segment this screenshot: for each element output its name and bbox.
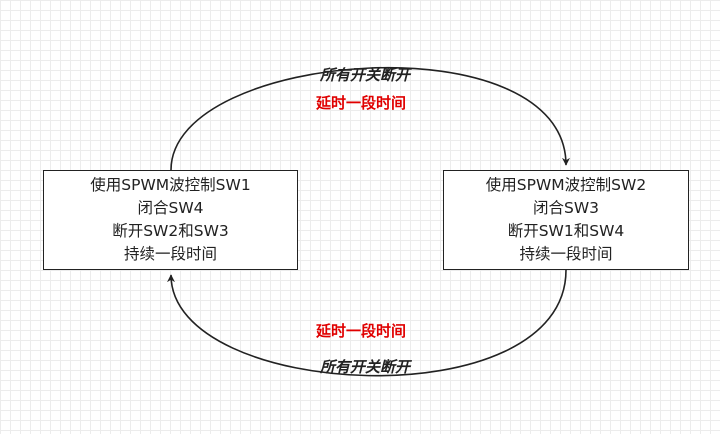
state-right-line-1: 使用SPWM波控制SW2 (485, 176, 647, 194)
bottom-transition-action: 延时一段时间 (316, 322, 407, 340)
state-left-line-2: 闭合SW4 (137, 199, 204, 217)
bottom-transition-arrow (167, 269, 567, 377)
state-left-line-3: 断开SW2和SW3 (112, 222, 229, 240)
state-box-right: 使用SPWM波控制SW2 闭合SW3 断开SW1和SW4 持续一段时间 (443, 170, 689, 270)
state-right-line-4: 持续一段时间 (519, 245, 613, 263)
top-transition-condition: 所有开关断开 (320, 66, 411, 84)
state-box-left: 使用SPWM波控制SW1 闭合SW4 断开SW2和SW3 持续一段时间 (43, 170, 298, 270)
top-transition-arrow (170, 66, 570, 171)
top-transition-action: 延时一段时间 (316, 94, 407, 112)
bottom-transition-condition: 所有开关断开 (320, 358, 411, 376)
state-right-line-3: 断开SW1和SW4 (507, 222, 625, 240)
state-left-line-4: 持续一段时间 (123, 245, 217, 263)
state-right-line-2: 闭合SW3 (532, 199, 600, 217)
state-left-line-1: 使用SPWM波控制SW1 (90, 176, 251, 194)
